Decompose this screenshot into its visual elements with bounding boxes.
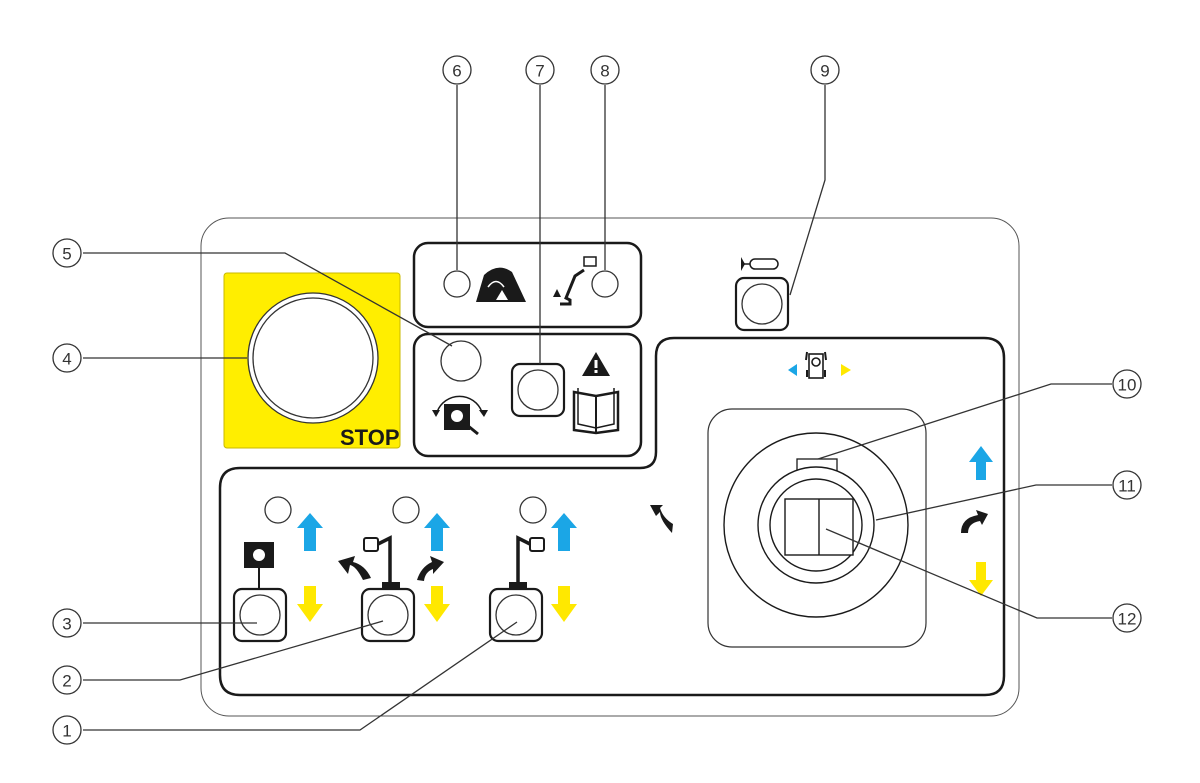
indicator-panel-top — [412, 241, 643, 329]
callout-10: 10 — [1112, 369, 1142, 399]
outer-panel — [200, 217, 1020, 717]
indicator-boom-rotate — [392, 496, 420, 524]
platform-overload-icon — [553, 256, 597, 306]
steer-icon — [805, 351, 827, 379]
down-arrow-icon — [424, 586, 450, 622]
callout-number: 5 — [62, 245, 71, 264]
callout-11: 11 — [1112, 470, 1142, 500]
control-button-boom-right[interactable] — [488, 587, 544, 643]
tilt-alarm-icon — [476, 267, 526, 302]
callout-number: 6 — [452, 62, 461, 81]
control-button-boom-rotate[interactable] — [360, 587, 416, 643]
up-arrow-icon — [424, 513, 450, 551]
callout-number: 11 — [1118, 477, 1136, 496]
up-arrow-icon — [551, 513, 577, 551]
indicator-boom — [519, 496, 547, 524]
down-arrow-icon — [297, 586, 323, 622]
up-arrow-icon — [297, 513, 323, 551]
rotate-left-arrow-icon — [650, 505, 673, 533]
callout-2: 2 — [52, 665, 82, 695]
callout-12: 12 — [1112, 603, 1142, 633]
callout-number: 10 — [1118, 376, 1137, 395]
leader-lines — [83, 85, 1112, 731]
indicator-drive-enable — [440, 340, 482, 382]
read-manual-warning-icon — [572, 352, 620, 435]
steer-icon — [244, 542, 274, 590]
horn-icon — [741, 257, 779, 271]
callout-8: 8 — [590, 55, 620, 85]
control-button-steer[interactable] — [232, 587, 288, 643]
emergency-stop-panel: STOP — [223, 272, 401, 450]
function-controls — [232, 496, 577, 643]
down-arrow-icon — [551, 586, 577, 622]
callout-5: 5 — [52, 238, 82, 268]
joystick-up-arrow-icon — [969, 446, 993, 480]
callout-number: 2 — [62, 672, 71, 691]
steer-right-arrow-icon — [841, 364, 851, 376]
callout-9: 9 — [810, 55, 840, 85]
joystick[interactable] — [707, 408, 927, 648]
callout-number: 12 — [1118, 610, 1137, 629]
callout-3: 3 — [52, 608, 82, 638]
indicator-overload — [591, 270, 619, 298]
indicator-panel-mid — [412, 332, 643, 458]
callout-number: 9 — [820, 62, 829, 81]
steer-left-arrow-icon — [788, 364, 797, 376]
boom-rotate-icon — [338, 535, 444, 592]
stop-label: STOP — [340, 425, 400, 450]
callout-number: 8 — [600, 62, 609, 81]
emergency-stop-button[interactable] — [247, 292, 379, 424]
joystick-outer-ring — [723, 432, 909, 618]
callout-4: 4 — [52, 343, 82, 373]
indicator-tilt-alarm — [443, 270, 471, 298]
callout-number: 7 — [535, 62, 544, 81]
callout-7: 7 — [525, 55, 555, 85]
joystick-rocker-switch[interactable] — [784, 498, 854, 556]
callout-6: 6 — [442, 55, 472, 85]
joystick-down-arrow-icon — [969, 562, 993, 596]
horn-button[interactable] — [734, 276, 790, 332]
indicator-steer — [264, 496, 292, 524]
boom-lift-icon — [509, 535, 545, 592]
drive-rotate-icon — [432, 395, 488, 436]
callout-number: 1 — [62, 722, 71, 741]
control-block — [218, 336, 1006, 697]
callout-1: 1 — [52, 715, 82, 745]
callout-number: 4 — [62, 350, 71, 369]
steer-direction-icon — [788, 351, 851, 379]
callout-number: 3 — [62, 615, 71, 634]
manual-warning-button[interactable] — [510, 362, 566, 418]
horn-group — [734, 257, 790, 332]
rotate-right-arrow-icon — [961, 510, 988, 533]
